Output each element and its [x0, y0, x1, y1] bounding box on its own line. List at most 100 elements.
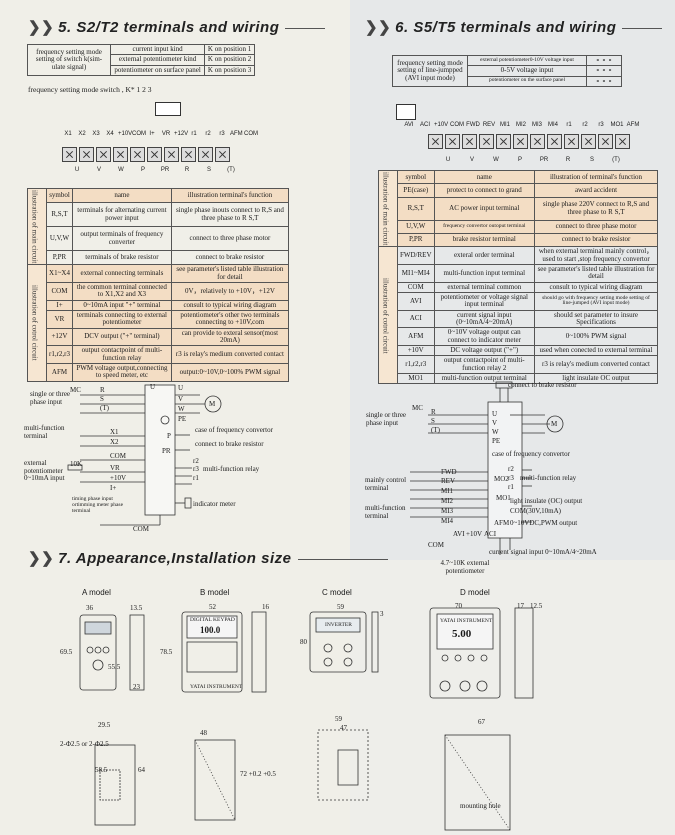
terminal-label: (T)	[612, 157, 620, 163]
terminal-label: PR	[160, 167, 170, 173]
s6-switch-table: frequency setting mode setting of line-j…	[392, 54, 622, 88]
pot-label: 4.7~10K external potentiometer	[440, 559, 490, 575]
dimension-label: 52	[209, 603, 216, 611]
terminal-screw	[513, 134, 528, 149]
cell-func: single phase inouts connect to R,S and t…	[170, 202, 290, 228]
dimension-label: 64	[138, 766, 145, 774]
terminal-label: W	[118, 167, 124, 173]
wire-label: AVI	[453, 530, 465, 538]
terminal-screw	[530, 134, 545, 149]
dimension-label: 72 +0.2 +0.5	[240, 770, 276, 778]
terminal-label: S	[206, 167, 211, 173]
s6-wiring-diagram	[410, 381, 564, 555]
cell-func: connect to brake resistor	[170, 250, 290, 266]
motor-label: M	[551, 420, 558, 428]
s5-dip-switch	[155, 102, 181, 116]
dimension-label: 59	[335, 715, 342, 723]
terminal-label: U	[74, 167, 80, 173]
cell-symbol: U,V,W	[46, 226, 73, 252]
terminal-screw	[96, 147, 111, 162]
dimension-label: 12.5	[530, 602, 543, 610]
cell-symbol: R,S,T	[397, 196, 435, 221]
terminal-label: MI3	[531, 122, 542, 128]
wire-label: S	[431, 417, 435, 425]
wire-label: X1	[110, 428, 119, 436]
cell-func: connect to three phase motor	[170, 226, 290, 252]
model-d-title: D model	[460, 588, 490, 597]
dimension-label: 3	[380, 610, 384, 618]
cell-symbol: VR	[46, 310, 73, 329]
terminal-label: r1	[191, 131, 197, 137]
wire-label: MI1	[441, 487, 454, 495]
cell-name: external terminal common	[433, 281, 536, 294]
terminal-label: ACI	[419, 122, 430, 128]
wire-label: MO2	[494, 475, 509, 483]
dimension-label: 17	[517, 602, 524, 610]
wire-label: r2	[193, 457, 199, 465]
terminal-screw	[445, 134, 460, 149]
terminal-screw	[113, 147, 128, 162]
cell-name: terminals of brake resistor	[72, 250, 172, 266]
keypad-screen-label: DIGITAL KEYPAD	[190, 617, 235, 623]
terminal-label: P	[140, 167, 145, 173]
wire-label: P	[167, 432, 171, 440]
terminal-label: +10V	[118, 131, 133, 137]
cell-name: brake resistor terminal	[433, 232, 536, 248]
terminal-screw	[130, 147, 145, 162]
wire-label: r3	[508, 474, 514, 482]
wire-label: MI2	[441, 497, 454, 505]
brake-label: connect to brake resistor	[508, 381, 577, 389]
s5-terminal-strip	[62, 147, 230, 162]
wire-label: V	[492, 419, 498, 427]
terminal-label: REV	[482, 122, 496, 128]
wire-label: MI4	[441, 517, 454, 525]
cell-func: connect to three phase motor	[534, 219, 658, 234]
wire-label: r1	[508, 483, 514, 491]
cell-symbol: AVI	[397, 292, 435, 311]
wire-label: ACI	[484, 530, 497, 538]
cell-symbol: PE(case)	[397, 183, 435, 198]
table-header: name	[72, 187, 172, 204]
dimension-label: 78.5	[160, 648, 173, 656]
cell-name: current signal input (0~10mA/4~20mA)	[433, 309, 536, 329]
multi-function-label: multi-function terminal	[365, 504, 406, 520]
terminal-label: FWD	[466, 122, 480, 128]
terminal-label: PR	[539, 157, 549, 163]
s5-switch-pos: K on position 2	[204, 54, 255, 66]
terminal-screw	[181, 147, 196, 162]
wire-label: W	[178, 405, 185, 413]
cell-symbol: FWD/REV	[397, 246, 435, 265]
s5-main-circuit-label: illustration of main circuit	[30, 190, 39, 264]
terminal-label: V	[96, 167, 101, 173]
cell-func: output:0~10V,0~100% PWM signal	[170, 363, 290, 382]
cell-func: 0~100% PWM signal	[534, 327, 658, 347]
mc-label: MC	[70, 386, 81, 394]
keypad-brand: YATAI INSTRUMENT	[190, 684, 243, 690]
model-c-drawing	[309, 611, 379, 673]
wire-label: r3	[193, 465, 199, 473]
dimension-label: 48	[200, 729, 207, 737]
wire-label: AFM	[494, 519, 510, 527]
dimension-label: 58.5	[95, 766, 108, 774]
mounting-hole-label: mounting hole	[460, 802, 501, 810]
terminal-screw	[615, 134, 630, 149]
terminal-screw	[581, 134, 596, 149]
terminal-label: R	[565, 157, 571, 163]
dimension-label: 2-Φ2.5 or 2-Φ2.5	[60, 740, 109, 748]
cell-name: the common terminal connected to X1,X2 a…	[72, 281, 172, 301]
cell-func: award accident	[534, 183, 658, 198]
dimension-label: 47	[340, 724, 347, 732]
cell-func: can provide to exteral sensor(most 20mA)	[170, 327, 290, 347]
terminal-label: r2	[582, 122, 588, 128]
s6-function-table: illustration of main circuit symbol name…	[378, 169, 658, 385]
wire-label: PE	[492, 437, 501, 445]
table-header: illustration terminal's function	[170, 187, 290, 204]
terminal-label: MI4	[547, 122, 558, 128]
dimension-label: 67	[478, 718, 485, 726]
case-label: case of frequency convertor	[195, 426, 273, 434]
terminal-screw	[147, 147, 162, 162]
s6-main-circuit-label: illustration of main circuit	[381, 172, 390, 246]
s5-switch-kind: potentiometer on surface panel	[109, 64, 206, 77]
wire-label: FWD	[441, 468, 457, 476]
terminal-label: COM	[132, 131, 146, 137]
